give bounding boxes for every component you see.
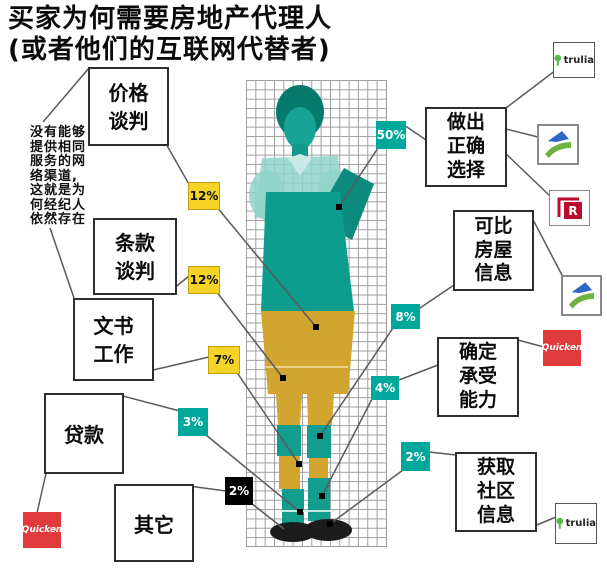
callout-line: 工作 [93,341,134,366]
figure-right-shin [309,458,328,478]
figure-right-thigh [307,394,334,425]
figure-right-knee-band [307,425,331,458]
svg-text:R: R [568,204,577,218]
zillow-logo-mid [561,275,602,316]
page-title: 买家为何需要房地产代理人 (或者他们的互联网代替者) [8,4,332,66]
trulia-pin-icon [554,54,562,66]
callout-line: 房屋 [474,238,513,261]
trulia-wordmark: trulia [565,518,596,529]
leader-choose-to-trulia [501,69,557,112]
leader-afford-to-pct [398,364,439,381]
percent-badge-loan: 3% [178,408,208,436]
figure-left-thigh [276,394,302,425]
callout-loan: 贷款 [44,393,124,474]
callout-line: 其它 [134,512,174,537]
agent-note-line: 提供相同 [30,139,87,155]
callout-line: 可比 [474,214,513,237]
realtor-logo: R [549,190,590,226]
callout-right-choice: 做出 正确 选择 [425,107,507,187]
realtor-r-icon: R [557,197,582,219]
callout-paperwork: 文书 工作 [73,298,154,381]
leader-price-to-pct [164,141,191,187]
figure-sock-cuff-line [280,510,334,512]
figure-skirt [261,311,355,394]
figure-left-knee-band [277,425,301,456]
figure-left-sock [282,489,304,525]
figure-skirt-hem [266,366,348,368]
leader-paperwork-to-pct [148,356,210,372]
quicken-logo-right: Quicken [541,330,583,366]
callout-line: 获取 [476,456,515,479]
figure-left-shin [279,456,300,489]
leader-neighborhood-to-pct [428,451,457,456]
callout-line: 正确 [446,135,485,158]
zillow-z-icon [568,282,595,309]
percent-badge-price: 12% [188,182,220,210]
page-title-line1: 买家为何需要房地产代理人 [8,4,333,34]
agent-note: 没有能够 提供相同 服务的网 络渠道, 这就是为 何经纪人 依然存在 [30,125,90,228]
callout-line: 选择 [446,158,485,181]
agent-figure-illustration [249,85,374,542]
figure-face [284,107,316,149]
zillow-logo-top [537,124,579,165]
leader-loan-to-pct [118,394,181,412]
callout-line: 做出 [446,111,485,134]
quicken-wordmark: Quicken [541,343,583,353]
percent-badge-afford: 4% [371,376,399,400]
callout-line: 能力 [458,388,497,411]
callout-line: 信息 [476,503,515,526]
leader-choose-to-zillow [501,127,539,138]
trulia-logo-top: trulia [553,42,595,78]
agent-note-line: 这就是为 [30,183,87,199]
callout-comparable-homes: 可比 房屋 信息 [453,210,534,291]
callout-affordability: 确定 承受 能力 [437,337,519,417]
leader-choose-to-pct [403,124,427,141]
trulia-wordmark: trulia [563,54,594,66]
figure-right-sock [308,478,330,521]
percent-badge-comparable: 8% [391,304,420,329]
trulia-pin-icon [556,517,564,529]
callout-line: 确定 [458,341,497,364]
percent-badge-paperwork: 7% [208,346,240,374]
callout-line: 价格 [108,80,149,105]
callout-line: 社区 [476,480,515,503]
figure-collar [288,154,312,176]
zillow-z-icon [545,131,571,158]
agent-note-line: 何经纪人 [30,197,87,213]
callout-line: 谈判 [115,258,155,283]
figure-dress [261,192,354,311]
agent-note-line: 依然存在 [30,212,87,228]
callout-line: 承受 [458,365,497,388]
agent-note-line: 没有能够 [30,125,87,140]
agent-note-line: 络渠道, [30,168,78,184]
callout-line: 谈判 [108,108,149,133]
percent-badge-neighborhood: 2% [401,442,430,471]
percent-badge-choose: 50% [376,121,406,149]
callout-line: 贷款 [64,423,104,447]
callout-line: 条款 [115,230,155,255]
leader-comparable-to-pct [419,284,455,309]
callout-line: 信息 [474,262,513,285]
leader-note-to-price [42,67,90,123]
callout-price-negotiation: 价格 谈判 [88,67,169,146]
trulia-logo-bottom: trulia [555,503,597,544]
figure-right-shoe [304,519,352,541]
agent-note-line: 服务的网 [30,154,87,170]
callout-other: 其它 [114,484,194,562]
percent-badge-other: 2% [225,477,253,505]
quicken-wordmark: Quicken [21,525,63,535]
leader-other-to-pct [188,485,227,492]
callout-neighborhood-info: 获取 社区 信息 [455,452,537,532]
callout-terms-negotiation: 条款 谈判 [93,218,177,295]
page-title-line2: (或者他们的互联网代替者) [8,35,331,66]
leader-loan-to-quicken [36,468,48,514]
quicken-logo-left: Quicken [21,512,63,548]
callout-line: 文书 [93,313,134,338]
percent-badge-terms: 12% [188,266,220,294]
leader-note-to-paperwork [49,227,75,299]
